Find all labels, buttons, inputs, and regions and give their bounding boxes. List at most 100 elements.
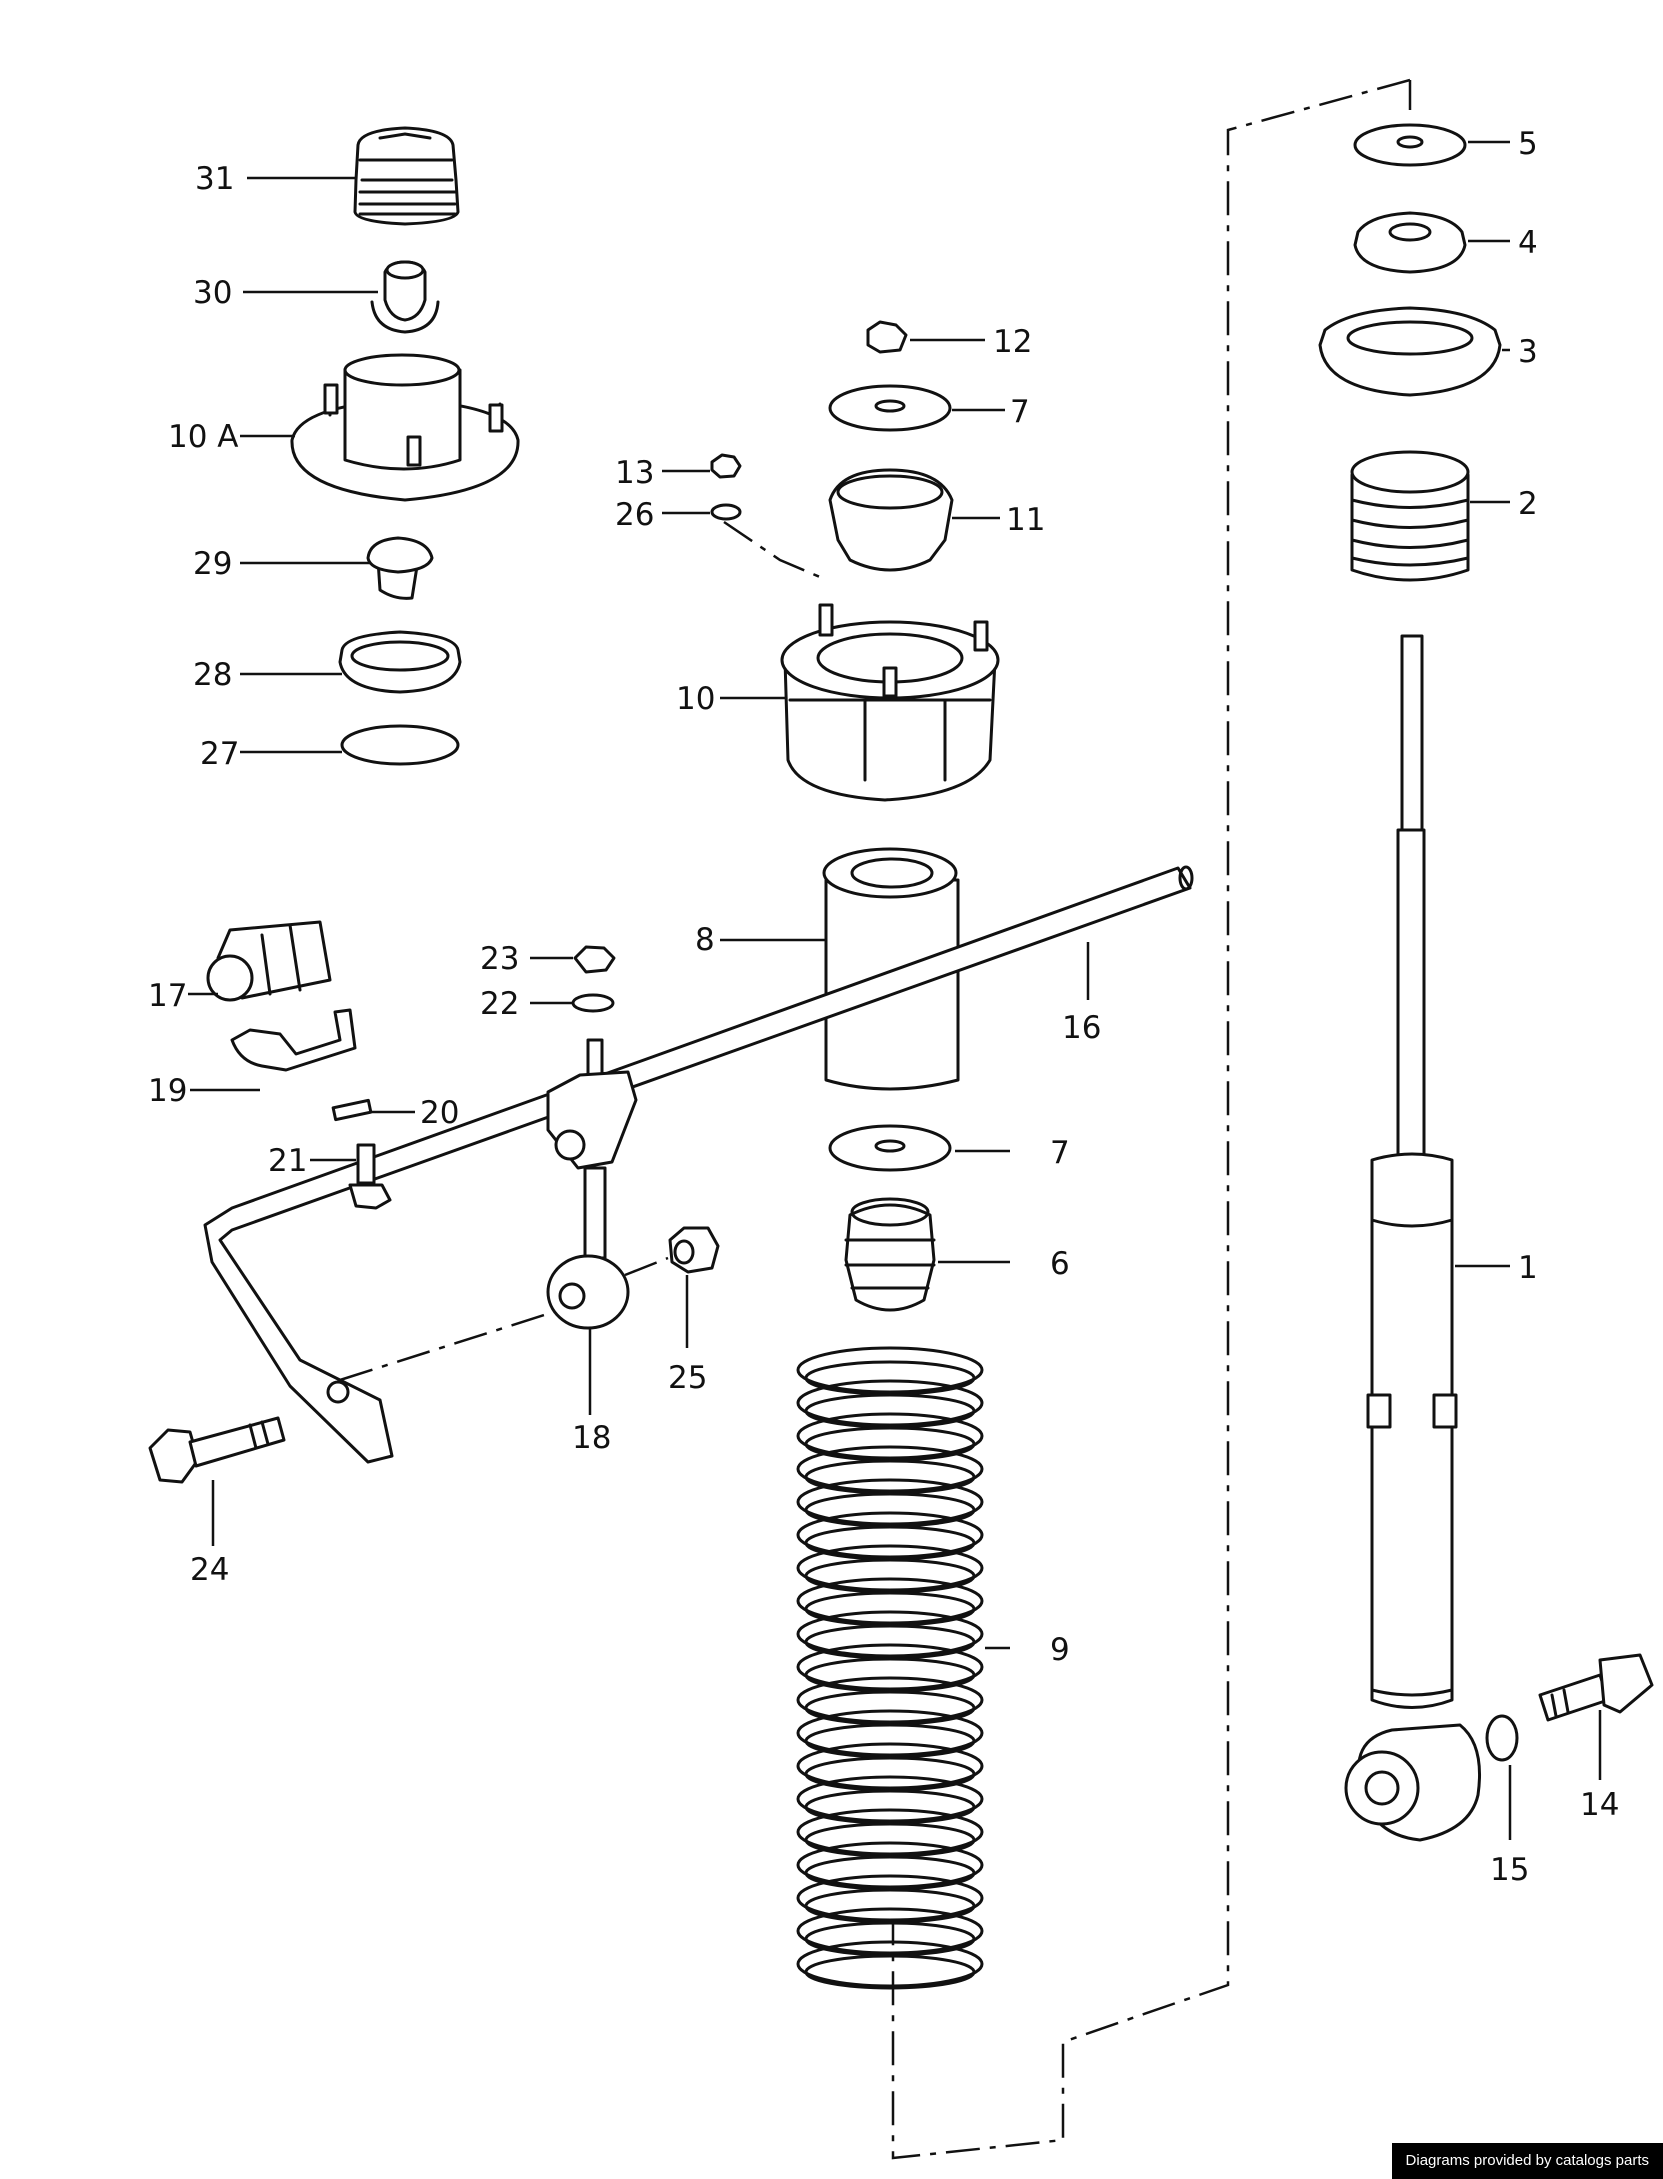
callout-13: 13 — [615, 455, 654, 491]
spring-coil — [796, 1808, 984, 1856]
callout-10a: 10 A — [168, 419, 239, 455]
callout-2: 2 — [1518, 486, 1538, 522]
callout-12: 12 — [993, 324, 1032, 360]
callout-16: 16 — [1062, 1010, 1101, 1046]
spring-coil-inner — [804, 1426, 976, 1462]
spring-coil-inner — [804, 1591, 976, 1627]
part-5-washer — [1353, 123, 1467, 167]
spring-coil-inner — [804, 1756, 976, 1792]
callout-31: 27 — [200, 736, 239, 772]
part-20-pin — [331, 1098, 373, 1122]
part-10-strut-mount — [780, 603, 1000, 802]
nut-to-mount-dashline — [723, 520, 828, 582]
callout-4: 4 — [1518, 225, 1538, 261]
credit-watermark: Diagrams provided by catalogs parts — [1391, 2143, 1663, 2179]
spring-coil-inner — [804, 1822, 976, 1858]
callouts: 31 30 10 A 29 28 27 12 7 13 26 11 10 8 7… — [148, 126, 1619, 1888]
part-12-nut — [866, 320, 908, 354]
spring-coil-inner — [804, 1954, 976, 1990]
spring-coil-inner — [804, 1723, 976, 1759]
part-15-washer — [1485, 1714, 1519, 1762]
spring-coil — [796, 1775, 984, 1823]
spring-coil — [796, 1874, 984, 1922]
part-26-washer — [710, 503, 742, 521]
spring-coil-inner — [804, 1888, 976, 1924]
droplink-nut-dashline — [624, 1256, 669, 1277]
callout-20: 20 — [420, 1095, 459, 1131]
callout-3: 3 — [1518, 334, 1538, 370]
spring-coil-inner — [804, 1690, 976, 1726]
part-29-bushing — [366, 536, 434, 600]
leader-lines — [188, 140, 1602, 1840]
callout-7-bottom: 7 — [1050, 1135, 1070, 1171]
callout-25: 25 — [668, 1360, 707, 1396]
callout-1: 1 — [1518, 1250, 1538, 1286]
callout-28: 30 — [193, 275, 232, 311]
part-16-stabilizer-bar — [203, 865, 1194, 1464]
part-31-o-ring — [340, 724, 460, 766]
part-27-cap — [353, 126, 460, 226]
spring-coil — [796, 1940, 984, 1988]
part-17-bushing — [206, 920, 332, 1002]
part-22-washer — [571, 993, 615, 1013]
callout-10: 10 — [676, 681, 715, 717]
spring-coil-inner — [804, 1855, 976, 1891]
callout-19: 19 — [148, 1073, 187, 1109]
spring-coil-inner — [804, 1360, 976, 1396]
part-30-seat — [338, 630, 462, 694]
assembly-guide-dashline — [891, 78, 1411, 2160]
part-24-bolt — [148, 1416, 286, 1484]
spring-coil — [796, 1709, 984, 1757]
callout-14: 14 — [1580, 1787, 1619, 1823]
spring-coil — [796, 1610, 984, 1658]
callout-18: 18 — [572, 1420, 611, 1456]
spring-coil — [796, 1379, 984, 1427]
part-1-shock-absorber — [1344, 634, 1482, 1842]
spring-coil-inner — [804, 1624, 976, 1660]
callout-24: 24 — [190, 1552, 229, 1588]
part-9-coil-spring — [796, 1346, 984, 1990]
part-23-nut — [573, 945, 616, 974]
spring-coil-inner — [804, 1492, 976, 1528]
part-13-nut — [710, 453, 742, 479]
part-10a-top-mount — [290, 353, 520, 502]
part-6-bump-stop — [844, 1197, 936, 1312]
spring-coil — [796, 1742, 984, 1790]
spring-coil-inner — [804, 1459, 976, 1495]
part-19-clamp — [230, 1008, 357, 1072]
part-14-bolt — [1538, 1653, 1654, 1722]
callout-8: 8 — [695, 922, 715, 958]
spring-coil — [796, 1643, 984, 1691]
callout-26: 26 — [615, 497, 654, 533]
spring-coil-inner — [804, 1558, 976, 1594]
callout-30: 28 — [193, 657, 232, 693]
callout-15: 15 — [1490, 1852, 1529, 1888]
part-28-bushing — [370, 260, 440, 334]
part-3-ring-nut — [1318, 306, 1502, 397]
spring-coil — [796, 1445, 984, 1493]
spring-coil — [796, 1544, 984, 1592]
spring-coil — [796, 1478, 984, 1526]
part-11-rubber-mount — [828, 468, 954, 572]
spring-coil — [796, 1346, 984, 1394]
callout-5: 5 — [1518, 126, 1538, 162]
part-7-washer-bottom — [828, 1124, 952, 1172]
spring-coil-inner — [804, 1789, 976, 1825]
callout-23: 23 — [480, 941, 519, 977]
callout-27: 31 — [195, 161, 234, 197]
part-4-cup-washer — [1353, 211, 1467, 274]
part-7-washer-top — [828, 384, 952, 432]
callout-11: 11 — [1006, 502, 1045, 538]
callout-7-top: 7 — [1010, 394, 1030, 430]
callout-22: 22 — [480, 986, 519, 1022]
droplink-bolt-dashline — [339, 1308, 561, 1382]
callout-9: 9 — [1050, 1632, 1070, 1668]
part-18-drop-link — [546, 1038, 638, 1330]
spring-coil — [796, 1907, 984, 1955]
spring-coil — [796, 1412, 984, 1460]
part-21-bolt — [348, 1143, 392, 1210]
spring-coil-inner — [804, 1657, 976, 1693]
spring-coil — [796, 1511, 984, 1559]
spring-coil — [796, 1841, 984, 1889]
